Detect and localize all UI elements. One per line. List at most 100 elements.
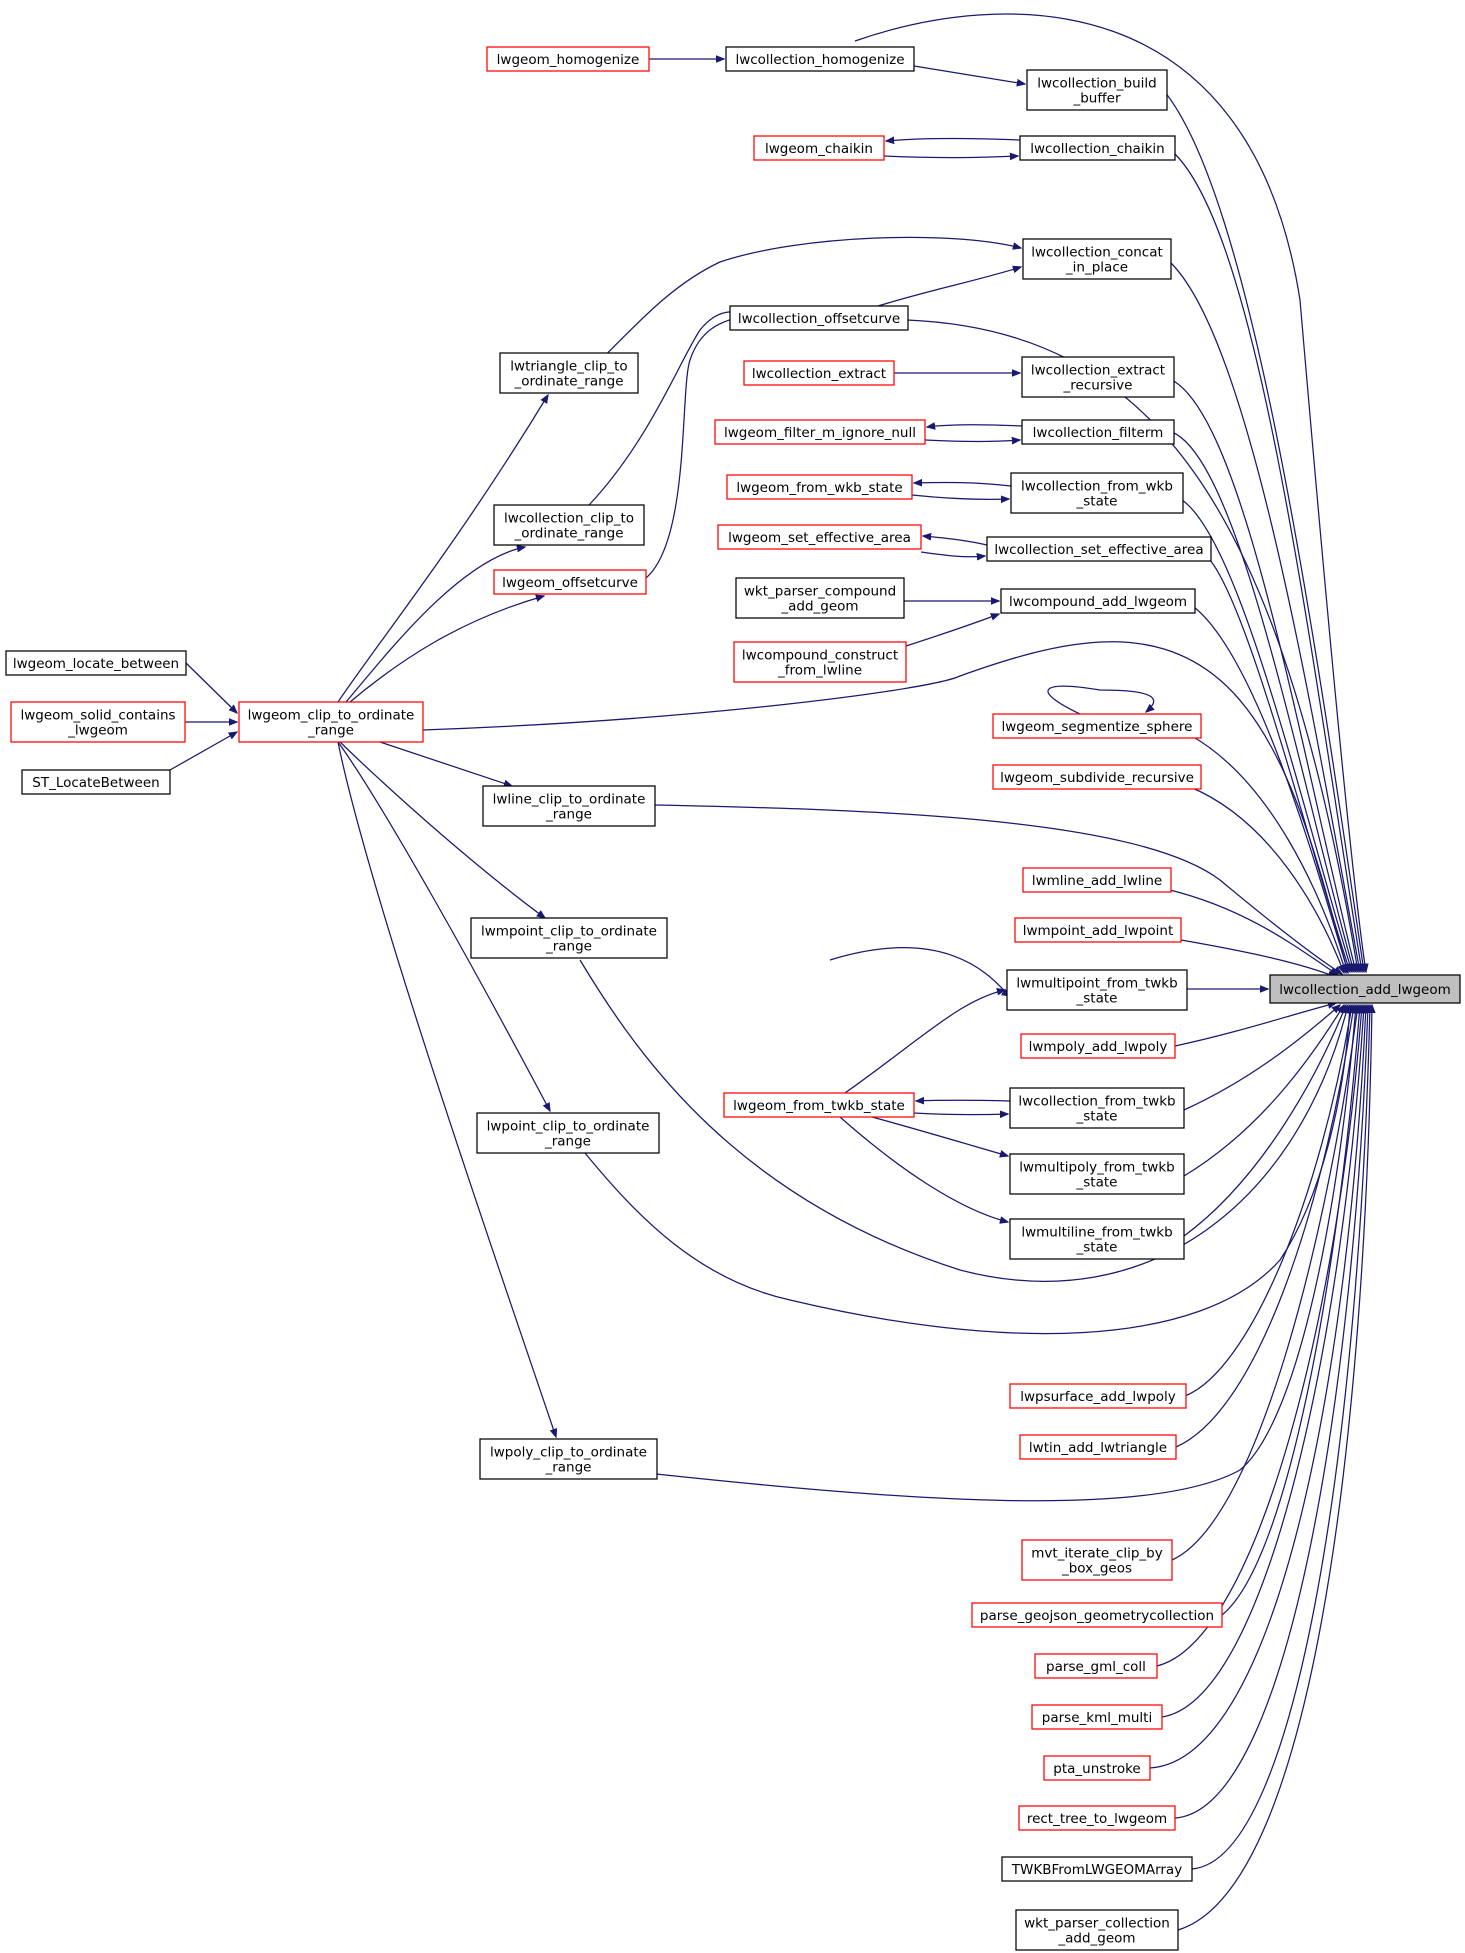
call-edge-3 xyxy=(1169,261,1360,972)
node-label: _range xyxy=(307,723,354,739)
node-lwcollection-offsetcurve[interactable]: lwcollection_offsetcurve xyxy=(729,305,909,331)
node-lwtin-add-lwtriangle[interactable]: lwtin_add_lwtriangle xyxy=(1019,1434,1177,1460)
node-lwcollection-set-effective-area[interactable]: lwcollection_set_effective_area xyxy=(986,536,1212,562)
call-edge-9 xyxy=(1193,606,1348,972)
edge-line xyxy=(1174,1005,1368,1819)
node-box xyxy=(1009,1087,1185,1129)
node-lwmultipoly-from-twkb-state[interactable]: lwmultipoly_from_twkb_state xyxy=(1009,1153,1185,1195)
node-lwmultipoint-from-twkb-state[interactable]: lwmultipoint_from_twkb_state xyxy=(1006,969,1188,1011)
node-lwcollection-extract[interactable]: lwcollection_extract xyxy=(743,360,895,386)
call-edge-10 xyxy=(422,641,1348,973)
node-box xyxy=(992,713,1202,739)
node-st-locatebetween[interactable]: ST_LocateBetween xyxy=(21,769,171,795)
node-lwgeom-segmentize-sphere[interactable]: lwgeom_segmentize_sphere xyxy=(992,713,1202,739)
node-lwline-clip[interactable]: lwline_clip_to_ordinate_range xyxy=(482,785,656,827)
edge-line xyxy=(905,614,999,647)
node-lwpsurface-add-lwpoly[interactable]: lwpsurface_add_lwpoly xyxy=(1009,1383,1187,1409)
node-lwgeom-from-twkb-state[interactable]: lwgeom_from_twkb_state xyxy=(723,1092,915,1118)
node-box xyxy=(1019,1434,1177,1460)
edge-line xyxy=(565,236,1021,394)
node-box xyxy=(717,524,922,550)
node-wkt-parser-compound-add-geom[interactable]: wkt_parser_compound_add_geom xyxy=(735,577,905,619)
node-lwgeom-set-effective-area[interactable]: lwgeom_set_effective_area xyxy=(717,524,922,550)
call-edge-48 xyxy=(645,315,750,579)
call-edge-12 xyxy=(1189,786,1344,973)
call-edge-0 xyxy=(854,13,1366,972)
node-box xyxy=(1026,69,1168,111)
node-lwmultiline-from-twkb-state[interactable]: lwmultiline_from_twkb_state xyxy=(1009,1218,1185,1260)
node-wkt-parser-collection-add-geom[interactable]: wkt_parser_collection_add_geom xyxy=(1015,1909,1179,1951)
node-parse-geojson-geometrycollection[interactable]: parse_geojson_geometrycollection xyxy=(971,1602,1223,1628)
node-box xyxy=(735,577,905,619)
node-lwtriangle-clip[interactable]: lwtriangle_clip_to_ordinate_range xyxy=(499,352,639,394)
node-lwcompound-add-lwgeom[interactable]: lwcompound_add_lwgeom xyxy=(1000,588,1196,614)
node-label: _range xyxy=(545,939,592,955)
edge-line xyxy=(911,494,1009,499)
edge-line xyxy=(1181,499,1352,972)
node-lwcollection-filterm[interactable]: lwcollection_filterm xyxy=(1021,419,1175,445)
node-label: lwline_clip_to_ordinate xyxy=(493,792,646,808)
node-lwmline-add-lwline[interactable]: lwmline_add_lwline xyxy=(1022,867,1172,893)
node-lwgeom-chaikin[interactable]: lwgeom_chaikin xyxy=(753,135,885,161)
node-label: lwmultipoint_from_twkb xyxy=(1016,976,1177,992)
call-edge-39 xyxy=(565,236,1021,394)
node-lwgeom-subdivide-recursive[interactable]: lwgeom_subdivide_recursive xyxy=(992,764,1202,790)
node-box xyxy=(992,764,1202,790)
node-label: lwcollection_build xyxy=(1037,76,1157,92)
node-lwcollection-concat-in-place[interactable]: lwcollection_concat_in_place xyxy=(1022,238,1172,280)
node-rect-tree-to-lwgeom[interactable]: rect_tree_to_lwgeom xyxy=(1018,1805,1176,1831)
node-target[interactable]: lwcollection_add_lwgeom xyxy=(1269,974,1461,1004)
node-twkbfromlwgeomarray[interactable]: TWKBFromLWGEOMArray xyxy=(1001,1856,1193,1882)
node-label: lwgeom_offsetcurve xyxy=(502,575,638,591)
call-edge-61 xyxy=(337,741,556,1437)
call-edge-42 xyxy=(927,425,1023,427)
edge-line xyxy=(655,1005,1356,1502)
edge-line xyxy=(337,741,550,1111)
node-label: _box_geos xyxy=(1061,1561,1132,1577)
node-box xyxy=(726,474,913,500)
edge-line xyxy=(337,741,556,1437)
node-parse-kml-multi[interactable]: parse_kml_multi xyxy=(1031,1704,1163,1730)
node-box xyxy=(238,701,424,743)
node-mvt-iterate-clip-by-box-geos[interactable]: mvt_iterate_clip_by_box_geos xyxy=(1021,1539,1173,1581)
node-label: lwgeom_segmentize_sphere xyxy=(1002,719,1193,735)
call-edge-26 xyxy=(1171,1005,1358,1561)
node-lwgeom-filter-m-ignore-null[interactable]: lwgeom_filter_m_ignore_null xyxy=(714,419,926,445)
edge-line xyxy=(913,65,1025,84)
edge-line xyxy=(829,947,1010,996)
node-lwcollection-from-twkb-state[interactable]: lwcollection_from_twkb_state xyxy=(1009,1087,1185,1129)
node-lwpoly-clip[interactable]: lwpoly_clip_to_ordinate_range xyxy=(479,1438,658,1480)
node-lwpoint-clip[interactable]: lwpoint_clip_to_ordinate_range xyxy=(476,1112,660,1154)
call-edge-20 xyxy=(1183,1005,1347,1237)
node-lwcollection-build-buffer[interactable]: lwcollection_build_buffer xyxy=(1026,69,1168,111)
node-box xyxy=(1021,356,1175,398)
node-pta-unstroke[interactable]: pta_unstroke xyxy=(1043,1755,1151,1781)
node-lwcollection-from-wkb-state[interactable]: lwcollection_from_wkb_state xyxy=(1010,472,1184,514)
call-edge-51 xyxy=(1047,685,1154,715)
node-label: _range xyxy=(545,807,592,823)
call-edge-54 xyxy=(169,732,237,771)
node-lwcollection-clip[interactable]: lwcollection_clip_to_ordinate_range xyxy=(493,504,645,546)
node-lwgeom-homogenize[interactable]: lwgeom_homogenize xyxy=(486,46,650,72)
node-lwmpoint-clip[interactable]: lwmpoint_clip_to_ordinate_range xyxy=(470,917,668,959)
call-edge-35 xyxy=(913,65,1025,84)
node-label: lwcollection_set_effective_area xyxy=(994,542,1203,558)
node-lwgeom-offsetcurve[interactable]: lwgeom_offsetcurve xyxy=(493,569,647,595)
node-lwcollection-homogenize[interactable]: lwcollection_homogenize xyxy=(725,46,915,72)
node-lwcollection-extract-recursive[interactable]: lwcollection_extract_recursive xyxy=(1021,356,1175,398)
edge-line xyxy=(927,425,1023,427)
node-lwgeom-from-wkb-state[interactable]: lwgeom_from_wkb_state xyxy=(726,474,913,500)
call-edge-19 xyxy=(1183,1005,1344,1177)
call-edge-59 xyxy=(339,741,545,918)
node-lwgeom-solid-contains-lwgeom[interactable]: lwgeom_solid_contains_lwgeom xyxy=(10,701,186,743)
node-lwmpoly-add-lwpoly[interactable]: lwmpoly_add_lwpoly xyxy=(1020,1033,1176,1059)
node-label: lwpoint_clip_to_ordinate xyxy=(487,1119,650,1135)
node-lwcompound-construct-from-lwline[interactable]: lwcompound_construct_from_lwline xyxy=(733,641,907,683)
node-lwgeom-clip-to-ordinate-range[interactable]: lwgeom_clip_to_ordinate_range xyxy=(238,701,424,743)
node-lwgeom-locate-between[interactable]: lwgeom_locate_between xyxy=(5,650,187,676)
node-lwcollection-chaikin[interactable]: lwcollection_chaikin xyxy=(1019,135,1176,161)
node-label: _state xyxy=(1076,991,1118,1007)
node-parse-gml-coll[interactable]: parse_gml_coll xyxy=(1034,1653,1158,1679)
node-box xyxy=(1014,917,1182,943)
node-lwmpoint-add-lwpoint[interactable]: lwmpoint_add_lwpoint xyxy=(1014,917,1182,943)
